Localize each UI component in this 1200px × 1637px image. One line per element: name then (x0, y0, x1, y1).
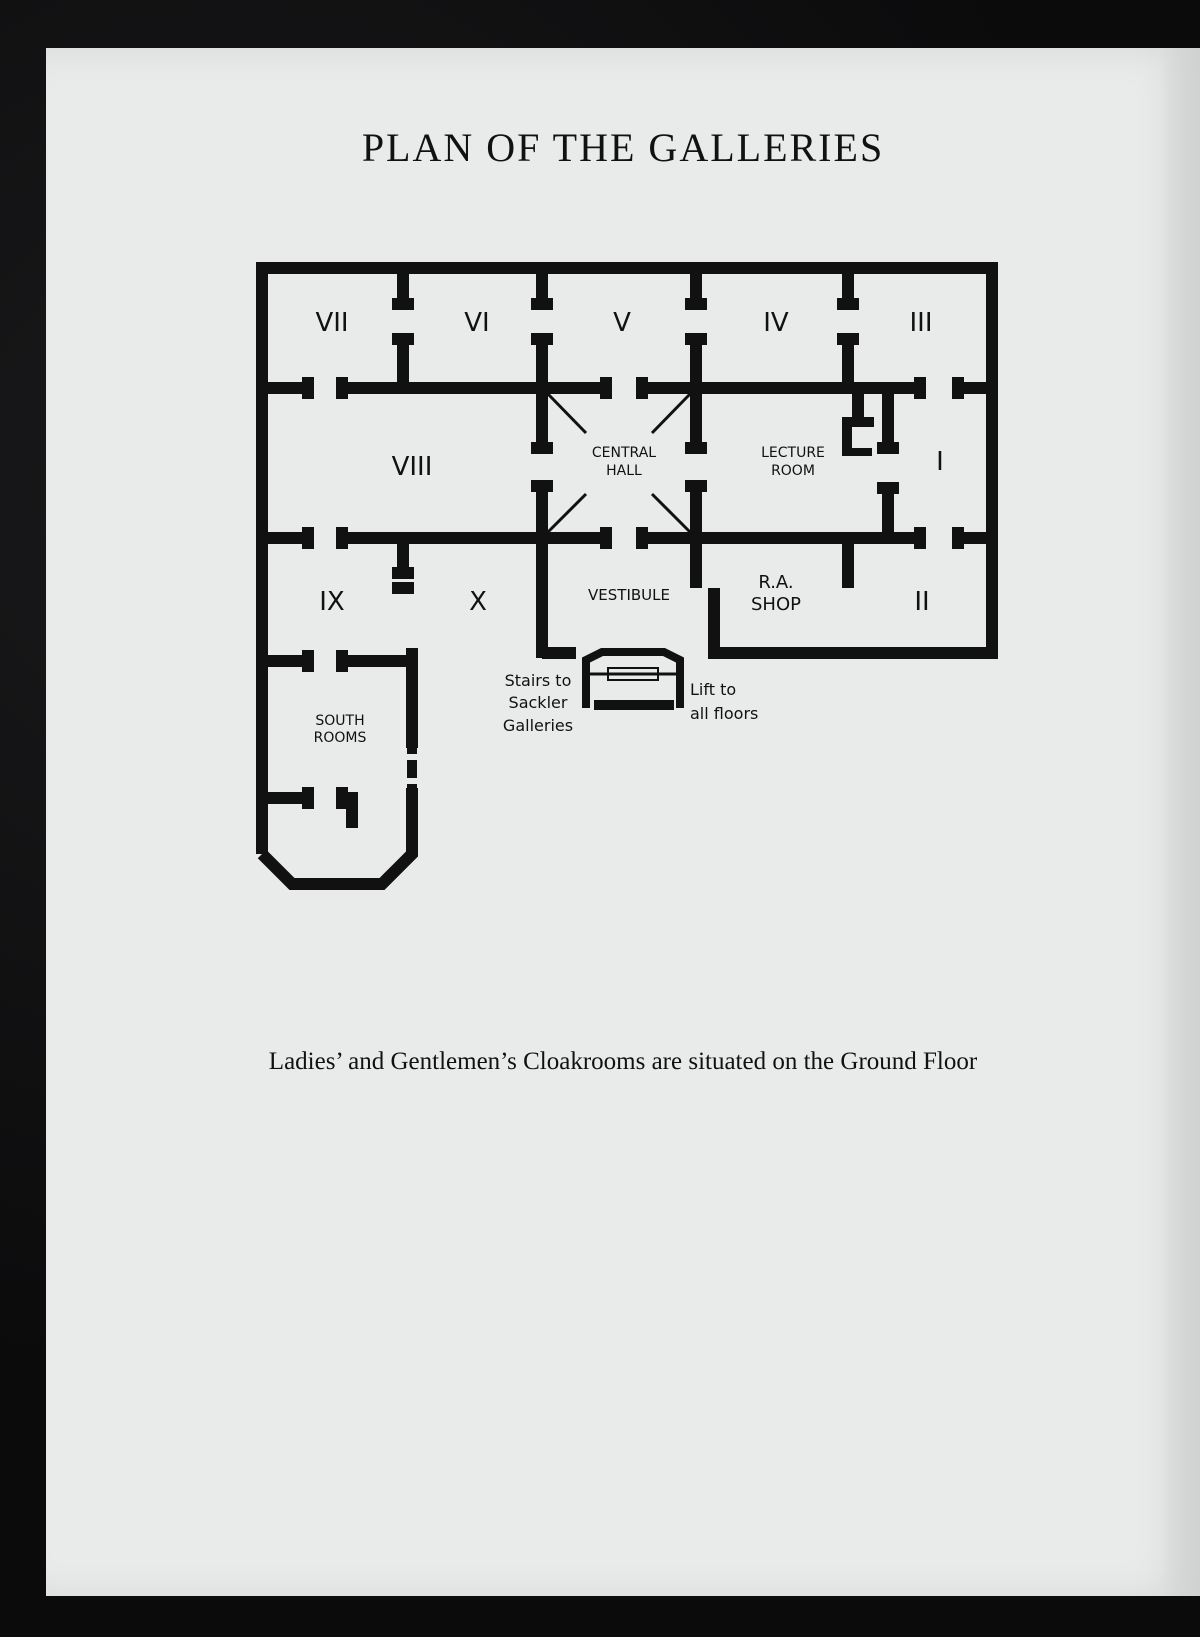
central-hall-braces (546, 392, 692, 534)
stairs-lift-block (407, 648, 684, 788)
lift-line-1: Lift to (690, 680, 736, 699)
room-i-label: I (936, 447, 944, 477)
room-viii-label: VIII (392, 452, 433, 482)
south-rooms-line-2: ROOMS (314, 730, 367, 746)
room-v-label: V (613, 308, 631, 338)
room-x-label: X (469, 587, 487, 617)
central-hall-line-1: CENTRAL (592, 445, 656, 461)
stairs-line-2: Sackler (509, 693, 568, 712)
brochure-page: PLAN OF THE GALLERIES (46, 48, 1200, 1596)
room-ii-label: II (914, 587, 929, 617)
page-edge-shadow (1160, 48, 1200, 1596)
door-jambs (302, 298, 964, 809)
cloakrooms-caption: Ladies’ and Gentlemen’s Cloakrooms are s… (268, 1048, 978, 1075)
ra-shop-line-1: R.A. (758, 572, 793, 593)
lecture-room-line-1: LECTURE (761, 445, 825, 461)
lift-line-2: all floors (690, 704, 758, 723)
ra-shop-line-2: SHOP (751, 594, 801, 615)
vestibule-label: VESTIBULE (588, 586, 670, 604)
room-iv-label: IV (763, 308, 789, 338)
page-title: PLAN OF THE GALLERIES (361, 125, 885, 170)
stairs-line-3: Galleries (503, 716, 573, 735)
stairs-line-1: Stairs to (505, 671, 572, 690)
lecture-room-line-2: ROOM (771, 463, 815, 479)
room-vi-label: VI (464, 308, 489, 338)
room-iii-label: III (909, 308, 932, 338)
room-vii-label: VII (315, 308, 348, 338)
south-rooms-line-1: SOUTH (315, 713, 364, 729)
gallery-floor-plan: VII VI V IV III VIII I IX X II CENTRAL H… (256, 262, 998, 890)
plan-walls (256, 262, 998, 890)
room-ix-label: IX (319, 587, 344, 617)
central-hall-line-2: HALL (606, 463, 642, 479)
